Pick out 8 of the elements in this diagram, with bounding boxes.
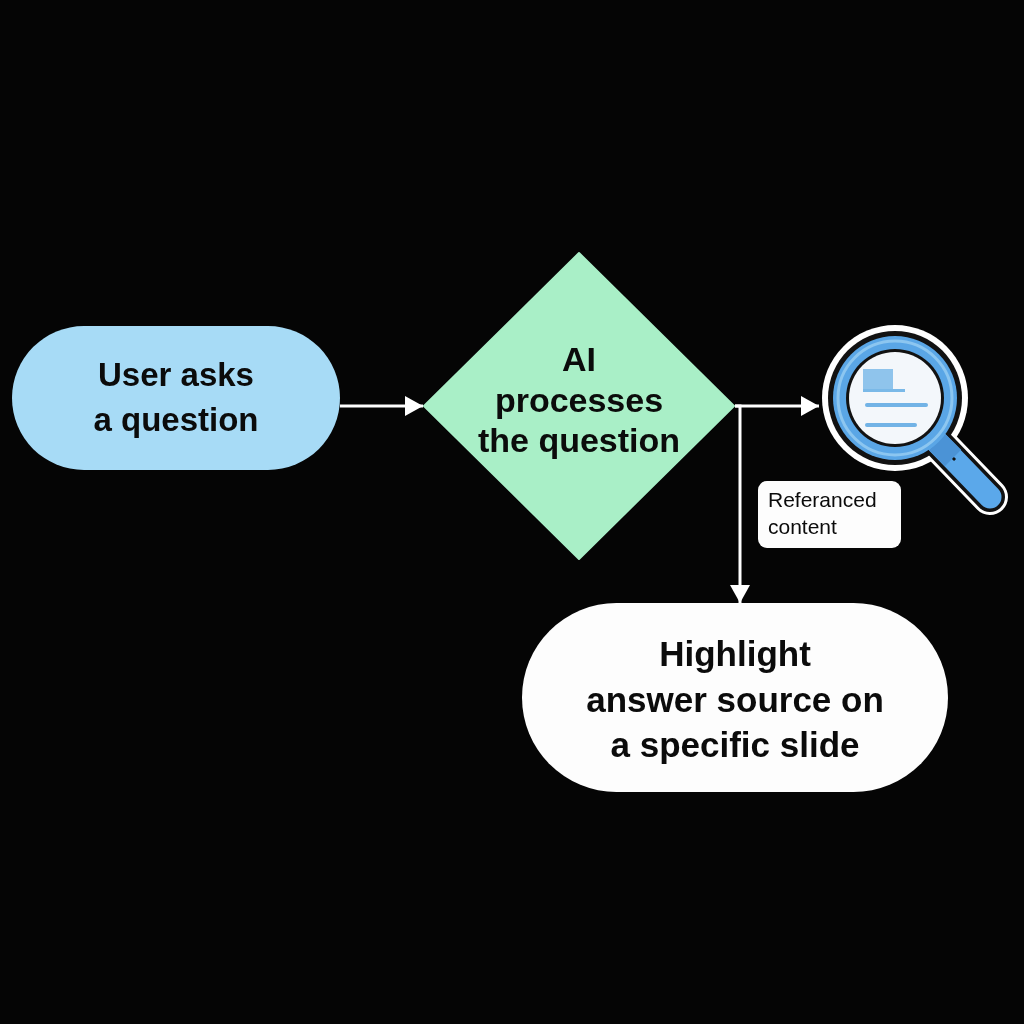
node-label: User asks a question bbox=[93, 355, 259, 440]
note-text: Referanced content bbox=[768, 487, 877, 540]
arrow bbox=[730, 404, 750, 603]
decision-diamond bbox=[423, 252, 735, 560]
arrow bbox=[340, 396, 423, 416]
note-tag bbox=[758, 481, 901, 548]
node-label: AI processes the question bbox=[477, 338, 681, 462]
node-label: Highlight answer source on a specific slide bbox=[586, 633, 884, 767]
